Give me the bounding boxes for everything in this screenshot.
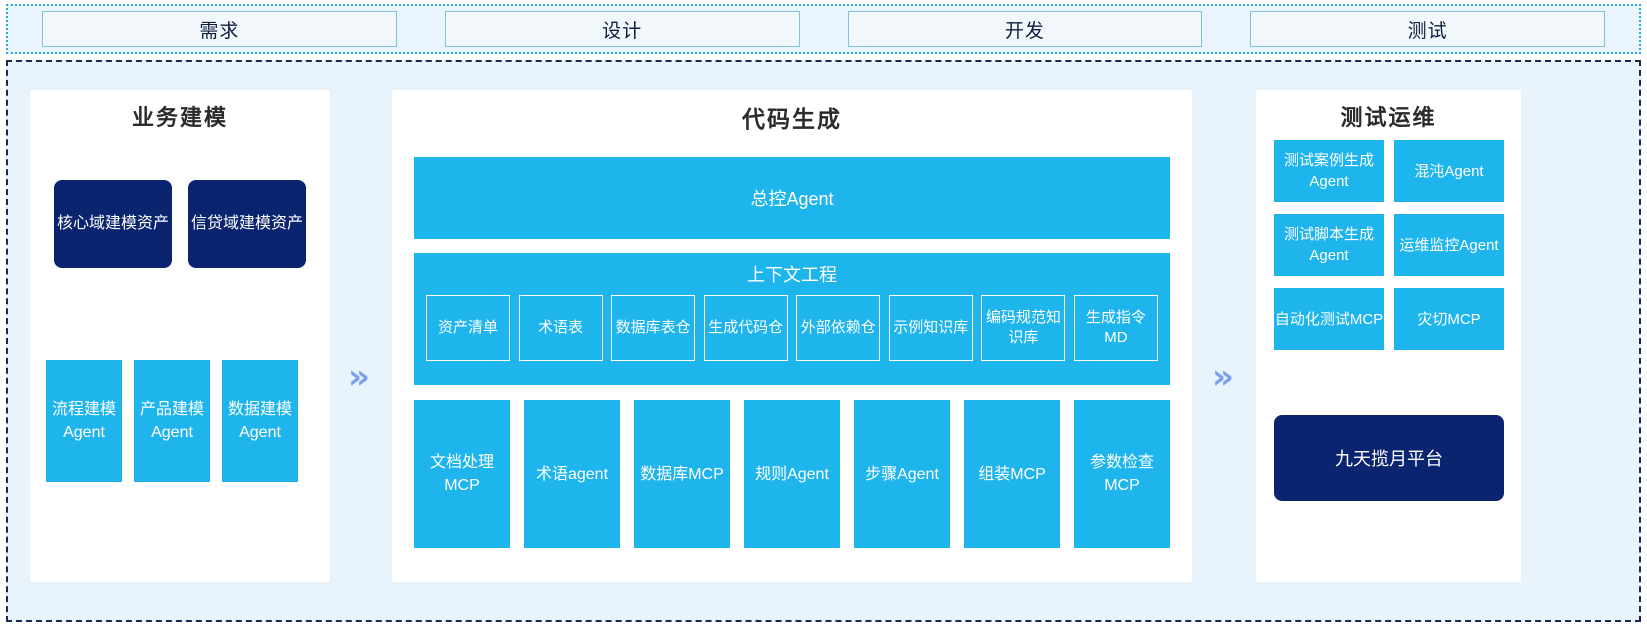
mcp-row: 文档处理MCP 术语agent 数据库MCP 规则Agent 步骤Agent 组… xyxy=(414,400,1170,548)
test-box-test-case-generation-agent[interactable]: 测试案例生成Agent xyxy=(1274,140,1384,202)
asset-label: 核心域建模资产 xyxy=(56,215,169,232)
context-items-row: 资产清单 术语表 数据库表仓 生成代码仓 外部依赖仓 示例知识库 编码规范知识库… xyxy=(414,295,1170,361)
modeling-agent-data[interactable]: 数据建模Agent xyxy=(222,360,298,482)
context-item-generation-instruction-md[interactable]: 生成指令MD xyxy=(1073,295,1158,361)
panel-code-generation: 代码生成 总控Agent 上下文工程 资产清单 术语表 数据库表仓 生成代码仓 … xyxy=(392,90,1192,582)
phase-box-development[interactable]: 开发 xyxy=(847,11,1203,47)
test-box-operations-monitoring-agent[interactable]: 运维监控Agent xyxy=(1394,214,1504,276)
asset-label: 信贷域建模资产 xyxy=(190,215,303,232)
mcp-item-label: 步骤Agent xyxy=(865,465,939,483)
phase-strip: 需求 设计 开发 测试 xyxy=(6,4,1641,54)
test-box-disaster-switch-mcp[interactable]: 灾切MCP xyxy=(1394,288,1504,350)
test-box-label: 测试案例生成Agent xyxy=(1283,152,1374,190)
modeling-agent-process[interactable]: 流程建模Agent xyxy=(46,360,122,482)
agent-label: 数据建模Agent xyxy=(227,401,292,441)
context-item-glossary[interactable]: 术语表 xyxy=(518,295,603,361)
asset-box-core-domain[interactable]: 核心域建模资产 xyxy=(54,180,172,268)
phase-box-design[interactable]: 设计 xyxy=(444,11,800,47)
test-box-label: 混沌Agent xyxy=(1414,162,1484,180)
context-item-label: 生成指令MD xyxy=(1085,309,1146,346)
asset-box-credit-domain[interactable]: 信贷域建模资产 xyxy=(188,180,306,268)
mcp-item-parameter-check[interactable]: 参数检查MCP xyxy=(1074,400,1170,548)
context-engineering-title: 上下文工程 xyxy=(747,265,837,285)
context-engineering-block: 上下文工程 资产清单 术语表 数据库表仓 生成代码仓 外部依赖仓 示例知识库 编… xyxy=(414,253,1170,385)
test-box-test-script-generation-agent[interactable]: 测试脚本生成Agent xyxy=(1274,214,1384,276)
mcp-item-label: 组装MCP xyxy=(978,465,1046,483)
mcp-item-label: 文档处理MCP xyxy=(429,454,494,494)
mcp-item-step-agent[interactable]: 步骤Agent xyxy=(854,400,950,548)
context-item-label: 资产清单 xyxy=(437,319,498,336)
mcp-item-document-processing[interactable]: 文档处理MCP xyxy=(414,400,510,548)
test-box-label: 灾切MCP xyxy=(1417,310,1481,328)
phase-box-requirements[interactable]: 需求 xyxy=(42,11,397,47)
context-item-asset-list[interactable]: 资产清单 xyxy=(426,295,510,361)
test-box-label: 测试脚本生成Agent xyxy=(1283,226,1374,264)
phase-label: 开发 xyxy=(1004,20,1045,42)
mcp-item-rule-agent[interactable]: 规则Agent xyxy=(744,400,840,548)
context-item-label: 外部依赖仓 xyxy=(800,319,876,336)
mcp-item-label: 术语agent xyxy=(535,465,609,483)
agent-label: 流程建模Agent xyxy=(51,401,116,441)
mcp-item-glossary-agent[interactable]: 术语agent xyxy=(524,400,620,548)
phase-label: 测试 xyxy=(1407,20,1448,42)
context-item-label: 编码规范知识库 xyxy=(985,309,1061,346)
mcp-item-label: 参数检查MCP xyxy=(1089,454,1154,494)
control-agent-banner[interactable]: 总控Agent xyxy=(414,157,1170,239)
test-box-label: 运维监控Agent xyxy=(1399,236,1499,254)
mcp-item-label: 数据库MCP xyxy=(640,465,724,483)
mcp-item-label: 规则Agent xyxy=(755,465,829,483)
context-item-label: 示例知识库 xyxy=(893,319,969,336)
platform-label: 九天揽月平台 xyxy=(1335,449,1443,469)
phase-label: 需求 xyxy=(199,20,240,42)
modeling-agent-product[interactable]: 产品建模Agent xyxy=(134,360,210,482)
main-area: 业务建模 核心域建模资产 信贷域建模资产 流程建模Agent 产品建模Agent… xyxy=(6,60,1641,622)
control-agent-label: 总控Agent xyxy=(750,189,834,209)
platform-box-jiutian-lanyue[interactable]: 九天揽月平台 xyxy=(1274,415,1504,501)
double-chevron-right-icon: » xyxy=(348,357,370,397)
asset-row: 核心域建模资产 信贷域建模资产 xyxy=(54,180,306,268)
double-chevron-right-icon: » xyxy=(1212,357,1234,397)
phase-label: 设计 xyxy=(602,20,643,42)
context-item-generated-code-repo[interactable]: 生成代码仓 xyxy=(703,295,788,361)
panel-business-modeling: 业务建模 核心域建模资产 信贷域建模资产 流程建模Agent 产品建模Agent… xyxy=(30,90,330,582)
context-item-label: 生成代码仓 xyxy=(708,319,784,336)
panel-title-business-modeling: 业务建模 xyxy=(131,105,228,130)
test-ops-grid: 测试案例生成Agent 混沌Agent 测试脚本生成Agent 运维监控Agen… xyxy=(1274,140,1504,350)
context-item-label: 术语表 xyxy=(538,319,584,336)
mcp-item-assembly[interactable]: 组装MCP xyxy=(964,400,1060,548)
panel-title-test-operations: 测试运维 xyxy=(1340,105,1437,130)
test-box-automated-test-mcp[interactable]: 自动化测试MCP xyxy=(1274,288,1384,350)
context-item-label: 数据库表仓 xyxy=(615,319,691,336)
modeling-agent-row: 流程建模Agent 产品建模Agent 数据建模Agent xyxy=(46,360,298,482)
context-item-external-dependency-repo[interactable]: 外部依赖仓 xyxy=(796,295,881,361)
context-item-db-table-repo[interactable]: 数据库表仓 xyxy=(611,295,696,361)
panel-title-code-generation: 代码生成 xyxy=(742,106,842,132)
context-item-example-knowledge-base[interactable]: 示例知识库 xyxy=(888,295,973,361)
test-box-label: 自动化测试MCP xyxy=(1274,310,1384,328)
phase-box-testing[interactable]: 测试 xyxy=(1250,11,1605,47)
panel-test-operations: 测试运维 测试案例生成Agent 混沌Agent 测试脚本生成Agent 运维监… xyxy=(1256,90,1521,582)
context-item-coding-standard-knowledge-base[interactable]: 编码规范知识库 xyxy=(981,295,1066,361)
mcp-item-database[interactable]: 数据库MCP xyxy=(634,400,730,548)
test-box-chaos-agent[interactable]: 混沌Agent xyxy=(1394,140,1504,202)
agent-label: 产品建模Agent xyxy=(139,401,204,441)
